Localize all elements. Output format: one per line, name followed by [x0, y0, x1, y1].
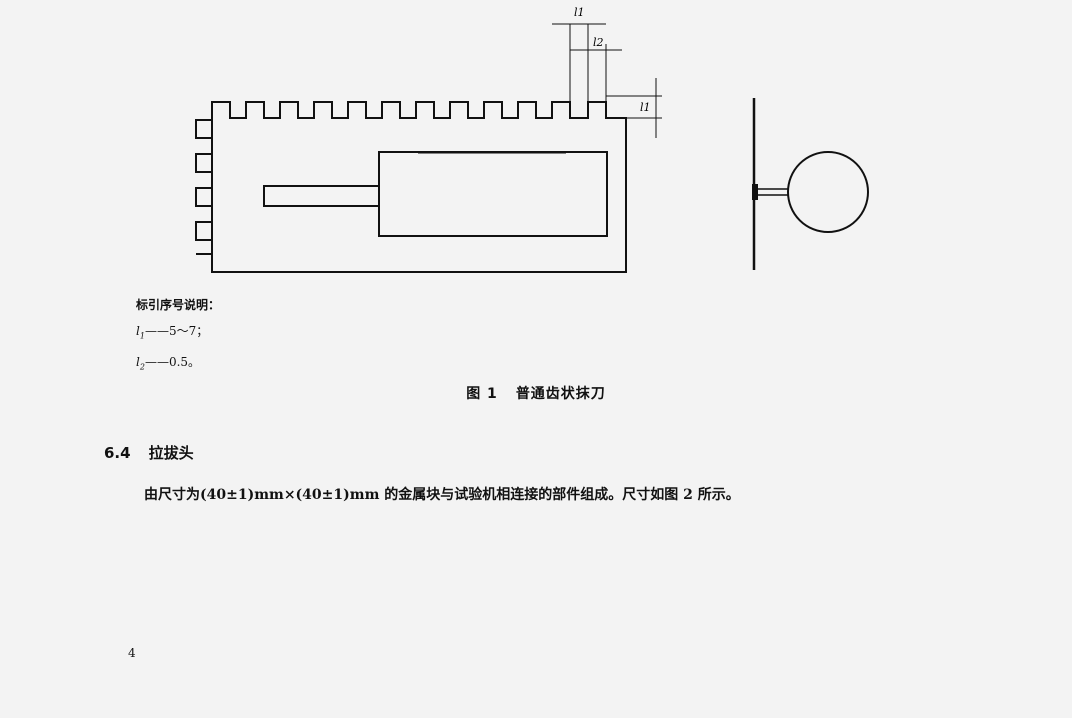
legend-item-2-symbol: l2: [136, 355, 145, 372]
section-number: 6.4: [104, 444, 131, 462]
trowel-drawing: l1 l2 l1: [195, 6, 869, 273]
left-teeth: [195, 119, 212, 255]
handle-plate: [378, 151, 608, 237]
dim-label-l2-top: l2: [593, 36, 604, 49]
figure-caption: 图 1 普通齿状抹刀: [0, 383, 1072, 403]
legend-title: 标引序号说明：: [136, 298, 221, 312]
legend-item-2-text: ——0.5。: [144, 355, 201, 370]
section-paragraph: 由尺寸为(40±1)mm×(40±1)mm 的金属块与试验机相连接的部件组成。尺…: [144, 487, 740, 503]
dim-label-l1-top: l1: [574, 6, 585, 19]
handle-bar: [263, 185, 380, 207]
section-heading: 6.4 拉拔头: [104, 442, 194, 463]
side-view-handle-circle: [787, 151, 869, 233]
section-title: 拉拔头: [148, 444, 194, 462]
legend-item-1-text: ——5～7；: [144, 324, 209, 338]
figure-1-notched-trowel: l1 l2 l1: [0, 0, 1072, 300]
legend-item-1-symbol: l1: [136, 324, 145, 341]
legend-item-2: l2——0.5。: [136, 349, 220, 380]
figure-legend: 标引序号说明： l1——5～7； l2——0.5。: [136, 292, 220, 381]
dim-label-l1-right: l1: [640, 101, 651, 114]
trowel-outline: [211, 101, 627, 273]
legend-item-1: l1——5～7；: [136, 318, 220, 349]
side-view-mount: [752, 184, 758, 200]
figure-title: 普通齿状抹刀: [515, 386, 606, 402]
page-number: 4: [128, 646, 136, 660]
figure-number: 图 1: [466, 386, 498, 402]
